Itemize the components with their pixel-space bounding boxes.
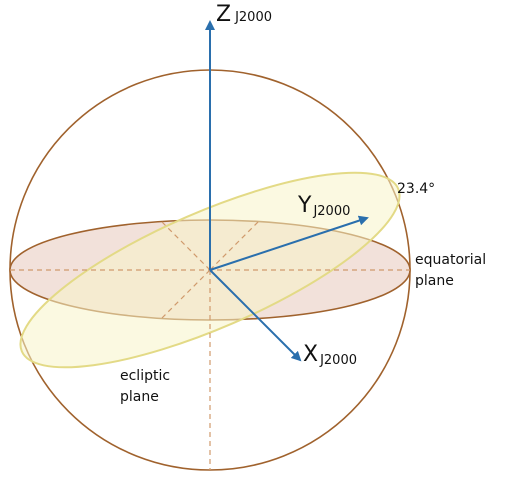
ecliptic-plane-label-line2: plane [120,389,159,405]
obliquity-angle-label: 23.4° [397,181,435,197]
x-axis-arrow [209,269,302,362]
y-axis-arrow [209,215,369,271]
equatorial-diagonal-back [209,219,261,271]
equatorial-plane-label-line2: plane [415,273,454,289]
equatorial-diagonal-front [161,269,211,319]
equatorial-plane-label-line1: equatorial [415,252,486,268]
ecliptic-plane-label-line1: ecliptic [120,368,170,384]
ecliptic-radial-line [161,221,211,271]
